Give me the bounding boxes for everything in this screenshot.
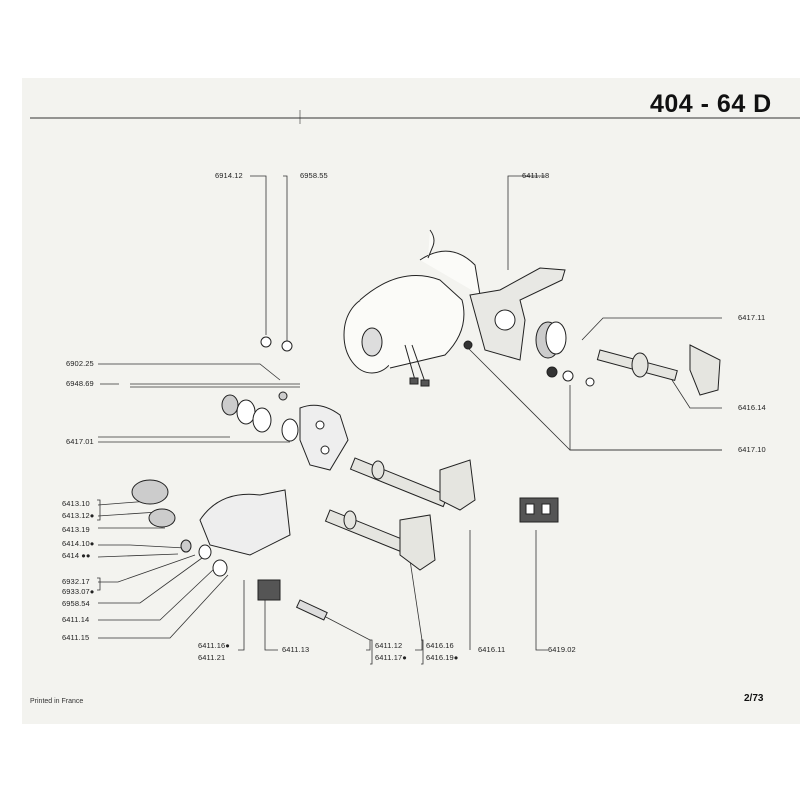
- part-label: 6416.19●: [426, 653, 459, 662]
- part-label: 6958.55: [300, 171, 328, 180]
- part-label: 6411.15: [62, 633, 90, 642]
- bushing-block: [519, 497, 559, 523]
- part-label: 6958.54: [62, 599, 90, 608]
- pivot-shafts: [324, 457, 476, 571]
- wiper-motor: [343, 229, 481, 387]
- drive-gear: [535, 321, 595, 387]
- part-label: 6416.16: [426, 641, 454, 650]
- part-label: 6411.18: [522, 171, 550, 180]
- part-label: 6414 ●●: [62, 551, 91, 560]
- linkage-plate: [199, 404, 349, 556]
- part-label: 6411.12: [375, 641, 403, 650]
- part-label: 6411.17●: [375, 653, 407, 662]
- part-label: 6411.21: [198, 653, 226, 662]
- motor-bracket: [463, 267, 566, 361]
- part-label: 6413.19: [62, 525, 90, 534]
- part-label: 6416.11: [478, 645, 506, 654]
- part-label: 6902.25: [66, 359, 94, 368]
- part-label: 6414.10●: [62, 539, 95, 548]
- part-label: 6416.14: [738, 403, 766, 412]
- part-label: 6411.16●: [198, 641, 230, 650]
- part-label: 6417.01: [66, 437, 94, 446]
- part-label: 6948.69: [66, 379, 94, 388]
- part-label: 6413.10: [62, 499, 90, 508]
- part-label: 6933.07●: [62, 587, 95, 596]
- part-label: 6932.17: [62, 577, 90, 586]
- part-label: 6413.12●: [62, 511, 95, 520]
- sheet-paper: [22, 78, 800, 724]
- page-number: 2/73: [744, 693, 764, 704]
- part-label: 6914.12: [215, 171, 243, 180]
- part-label: 6411.14: [62, 615, 90, 624]
- part-label: 6419.02: [548, 645, 576, 654]
- page-header-code: 404 - 64 D: [650, 90, 772, 118]
- part-label: 6417.11: [738, 313, 766, 322]
- part-label: 6417.10: [738, 445, 766, 454]
- part-label: 6411.13: [282, 645, 310, 654]
- gear-train: [131, 336, 328, 621]
- printed-in-france-note: Printed in France: [30, 698, 84, 705]
- crank-shaft-assembly: [596, 344, 721, 396]
